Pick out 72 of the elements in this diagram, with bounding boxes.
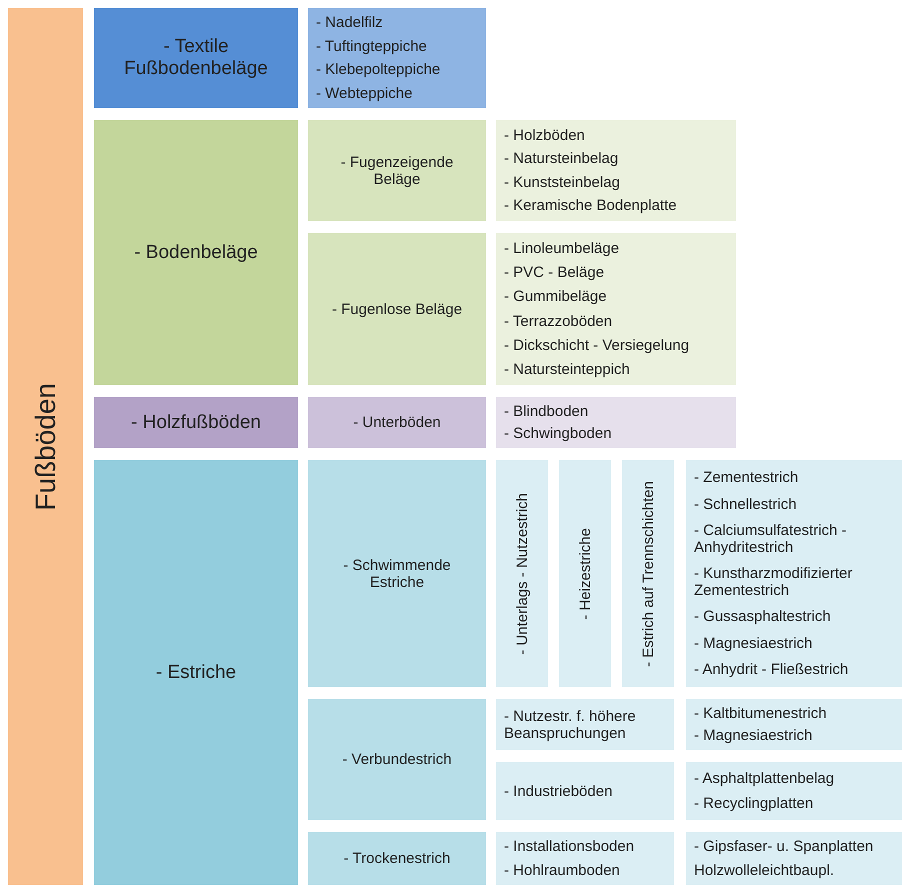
category-box [94, 460, 298, 885]
category-box [8, 8, 83, 885]
category-label: - Holzfußböden [130, 412, 262, 434]
list-item: - Webteppiche [316, 84, 414, 102]
category-label: - Schwimmende Estriche [342, 556, 452, 590]
category-label: - Estriche [154, 662, 238, 684]
list-item: - Installationsboden [504, 838, 636, 856]
list-item: - Gipsfaser- u. Spanplatten [694, 838, 874, 856]
list-box [686, 699, 902, 750]
list-item: - Zementestrich [694, 469, 800, 486]
category-label: - Fugenlose Beläge [330, 300, 464, 318]
list-box [686, 460, 902, 687]
list-item: - Schnellestrich [694, 496, 798, 512]
list-item: - Hohlraumboden [504, 862, 621, 879]
list-box [496, 832, 674, 885]
list-item: - Natursteinbelag [504, 150, 620, 168]
category-box [308, 397, 486, 448]
list-box [686, 762, 902, 820]
category-box [622, 460, 674, 687]
list-item: - Schwingboden [504, 425, 613, 442]
category-label: - Bodenbeläge [133, 242, 259, 264]
list-item: - Linoleumbeläge [504, 240, 620, 258]
list-item: - Blindboden [504, 402, 590, 420]
list-box [496, 397, 736, 448]
list-box [686, 832, 902, 885]
list-item: - Dickschicht - Versiegelung [504, 336, 690, 354]
list-box [496, 699, 674, 750]
category-label: - Unterböden [352, 414, 442, 431]
list-item: - Holzböden [504, 126, 586, 144]
list-box [496, 120, 736, 221]
category-box [308, 233, 486, 385]
list-item: - Magnesiaestrich [694, 727, 814, 744]
list-item: - Calciumsulfatestrich - Anhydritestrich [694, 522, 848, 556]
category-box [308, 832, 486, 885]
list-item: - Keramische Bodenplatte [504, 197, 678, 214]
list-item: - Kunststeinbelag [504, 174, 621, 191]
category-label: - Heizestriche [576, 528, 594, 620]
list-item: - Gummibeläge [504, 288, 608, 306]
category-box [308, 460, 486, 687]
list-item: - Tuftingteppiche [316, 38, 428, 55]
category-box [496, 460, 548, 687]
list-item: - Kunstharzmodifizierter Zementestrich [694, 565, 854, 599]
list-item: - Kaltbitumenestrich [694, 704, 828, 722]
category-label: - Textile Fußbodenbeläge [123, 36, 269, 80]
list-item: - Recyclingplatten [694, 795, 814, 812]
list-item: - Gussasphaltestrich [694, 608, 832, 626]
list-item: - Asphaltplattenbelag [694, 770, 836, 787]
category-label: - Estrich auf Trennschichten [640, 480, 656, 666]
category-box [559, 460, 611, 687]
category-box [94, 397, 298, 448]
category-label: Fußböden [30, 382, 62, 510]
list-item: - Anhydrit - Fließestrich [694, 660, 850, 678]
list-item: - Magnesiaestrich [694, 634, 814, 652]
list-item: - Nutzestr. f. höhere Beanspruchungen [504, 708, 637, 742]
list-item: Holzwolleleichtbaupl. [694, 862, 836, 879]
category-label: - Verbundestrich [341, 751, 453, 768]
category-label: - Unterlags - Nutzestrich [514, 492, 530, 654]
list-item: - Natursteinteppich [504, 360, 631, 378]
category-box [94, 8, 298, 108]
list-item: - Klebepolteppiche [316, 61, 442, 78]
category-label: - Fugenzeigende Beläge [340, 154, 454, 188]
category-box [308, 120, 486, 221]
list-item: - PVC - Beläge [504, 264, 606, 282]
list-item: - Industrieböden [504, 782, 614, 800]
category-box [94, 120, 298, 385]
list-item: - Terrazzoböden [504, 312, 614, 330]
category-box [308, 699, 486, 820]
list-box [308, 8, 486, 108]
list-box [496, 233, 736, 385]
list-box [496, 762, 674, 820]
category-label: - Trockenestrich [342, 850, 452, 867]
list-item: - Nadelfilz [316, 14, 384, 32]
